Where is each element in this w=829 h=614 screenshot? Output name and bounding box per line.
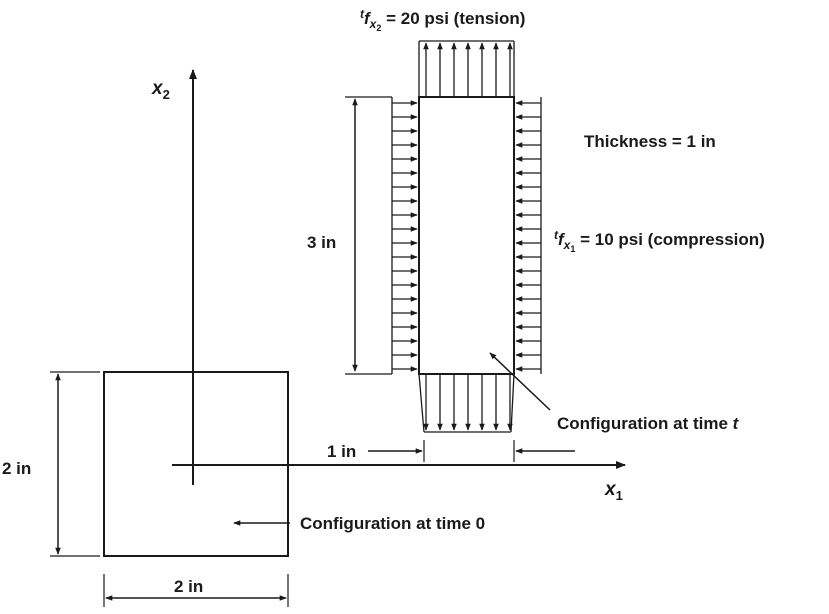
tension-load-label: tfx2 = 20 psi (tension) bbox=[360, 7, 525, 33]
deformed-configuration-rect bbox=[418, 96, 515, 375]
tension-load-envelope-bottom-right bbox=[510, 373, 515, 433]
x2-axis-label: x2 bbox=[151, 78, 170, 102]
deformed-height-label: 3 in bbox=[307, 233, 336, 252]
initial-width-label: 2 in bbox=[174, 577, 203, 596]
tension-load-envelope-bottom-left bbox=[418, 373, 425, 433]
thickness-label: Thickness = 1 in bbox=[584, 132, 716, 151]
x1-axis-label: x1 bbox=[604, 479, 623, 503]
compression-load-label: tfx1 = 10 psi (compression) bbox=[554, 228, 765, 254]
time-t-leader-arrow bbox=[489, 352, 551, 411]
initial-height-label: 2 in bbox=[2, 459, 31, 478]
initial-configuration-square bbox=[103, 371, 289, 557]
time0-caption: Configuration at time 0 bbox=[300, 514, 485, 533]
time-t-caption: Configuration at time t bbox=[557, 414, 740, 433]
deformed-width-label: 1 in bbox=[327, 442, 356, 461]
pressure-load-arrows bbox=[391, 40, 542, 433]
